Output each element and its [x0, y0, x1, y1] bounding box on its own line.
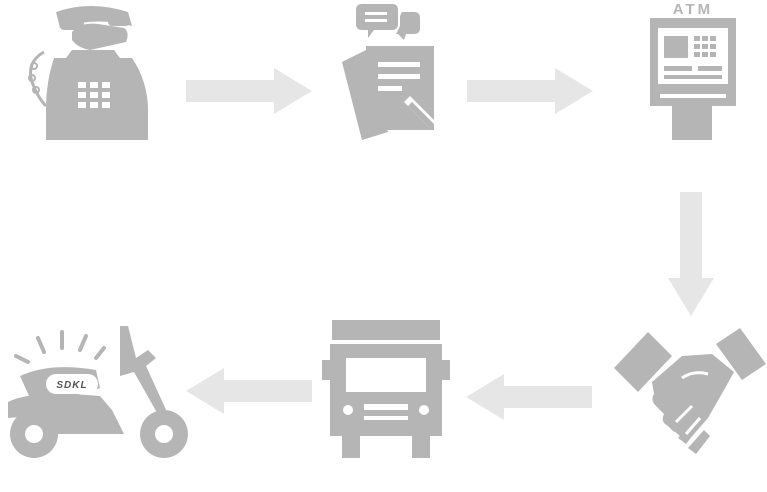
step-order [338, 0, 438, 142]
arrow-left-2 [186, 368, 312, 414]
atm-label: ATM [673, 1, 713, 18]
arrow-right-icon [467, 68, 593, 114]
step-phone [20, 2, 150, 142]
step-atm: ATM [646, 0, 740, 142]
atm-icon: ATM [650, 1, 736, 140]
scooter-icon: SDKL [8, 326, 188, 458]
arrow-right-1 [186, 68, 312, 114]
arrow-down-icon [668, 192, 714, 316]
arrow-down-1 [668, 192, 714, 316]
order-form-icon [342, 4, 436, 140]
telephone-icon [28, 6, 148, 140]
step-handshake [612, 328, 766, 460]
truck-icon [322, 320, 450, 458]
scooter-label: SDKL [56, 380, 87, 391]
arrow-left-icon [186, 368, 312, 414]
step-scooter: SDKL [0, 318, 192, 460]
arrow-left-1 [466, 374, 592, 420]
step-truck [320, 318, 452, 460]
handshake-icon [614, 328, 766, 454]
arrow-right-icon [186, 68, 312, 114]
arrow-right-2 [467, 68, 593, 114]
arrow-left-icon [466, 374, 592, 420]
